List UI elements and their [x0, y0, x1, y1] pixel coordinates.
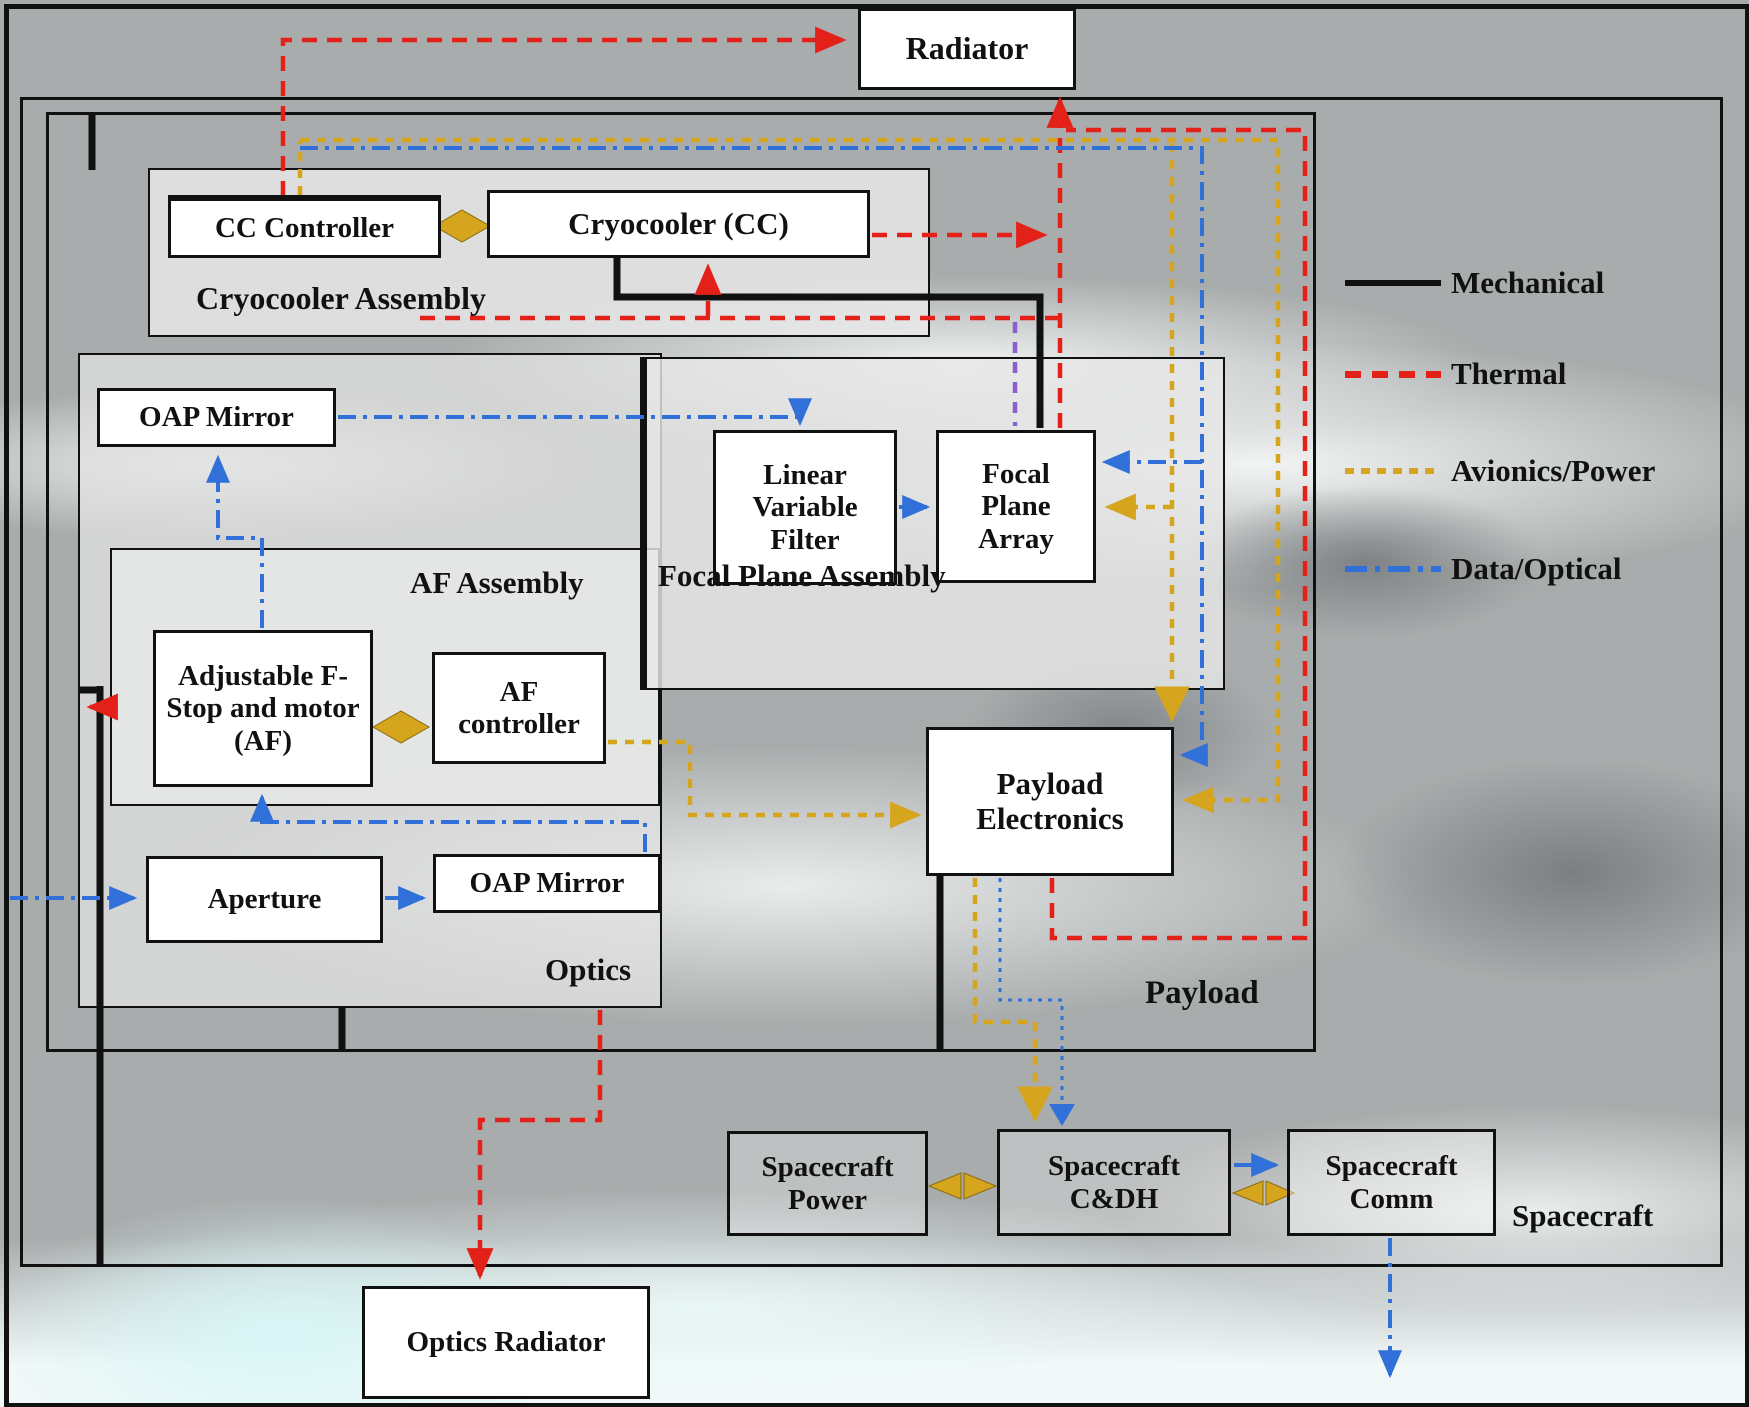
- cryocooler-box: Cryocooler (CC): [487, 190, 870, 258]
- radiator-box: Radiator: [858, 8, 1076, 90]
- thermal-line-swatch: [1345, 370, 1441, 378]
- thermal-legend-label: Thermal: [1451, 356, 1567, 391]
- legend-item-data-optical: Data/Optical: [1345, 551, 1622, 587]
- linear-variable-filter-box: Linear Variable Filter: [713, 430, 897, 585]
- focal-plane-assembly-label: Focal Plane Assembly: [658, 558, 946, 593]
- af-controller-box: AF controller: [432, 652, 606, 764]
- focal-plane-array-label: Focal Plane Array: [978, 457, 1054, 555]
- spacecraft-power-box: Spacecraft Power: [727, 1131, 928, 1236]
- spacecraft-label: Spacecraft: [1512, 1198, 1654, 1233]
- aperture-label: Aperture: [207, 883, 322, 916]
- spacecraft-comm-label: Spacecraft Comm: [1325, 1150, 1458, 1215]
- legend-item-thermal: Thermal: [1345, 356, 1566, 392]
- data-optical-line-swatch: [1345, 566, 1441, 572]
- oap-mirror-top-label: OAP Mirror: [139, 401, 294, 434]
- adjustable-f-stop-label: Adjustable F-Stop and motor (AF): [166, 659, 360, 757]
- cc-controller-label: CC Controller: [214, 211, 395, 244]
- avionics-power-legend-label: Avionics/Power: [1451, 453, 1656, 488]
- legend-item-avionics-power: Avionics/Power: [1345, 453, 1655, 489]
- radiator-label: Radiator: [905, 30, 1029, 67]
- af-assembly-label: AF Assembly: [410, 565, 584, 600]
- spacecraft-power-label: Spacecraft Power: [761, 1151, 894, 1216]
- spacecraft-cdh-label: Spacecraft C&DH: [1047, 1150, 1181, 1215]
- payload-electronics-box: Payload Electronics: [926, 727, 1174, 876]
- spacecraft-comm-box: Spacecraft Comm: [1287, 1129, 1496, 1236]
- af-controller-label: AF controller: [458, 675, 580, 740]
- oap-mirror-bottom-label: OAP Mirror: [469, 867, 625, 900]
- cryocooler-label: Cryocooler (CC): [568, 205, 789, 241]
- spacecraft-container: [20, 97, 1723, 1267]
- optics-label: Optics: [545, 952, 632, 987]
- mechanical-line-swatch: [1345, 280, 1441, 286]
- oap-mirror-bottom-box: OAP Mirror: [433, 854, 661, 913]
- optics-radiator-box: Optics Radiator: [362, 1286, 650, 1399]
- optics-radiator-label: Optics Radiator: [406, 1326, 606, 1359]
- cc-controller-box: CC Controller: [168, 195, 441, 258]
- data-optical-legend-label: Data/Optical: [1451, 551, 1622, 586]
- mechanical-legend-label: Mechanical: [1451, 265, 1605, 300]
- payload-label: Payload: [1145, 975, 1259, 1011]
- focal-plane-array-box: Focal Plane Array: [936, 430, 1096, 583]
- legend-item-mechanical: Mechanical: [1345, 265, 1604, 301]
- payload-electronics-label: Payload Electronics: [976, 765, 1124, 836]
- spacecraft-cdh-box: Spacecraft C&DH: [997, 1129, 1231, 1236]
- adjustable-f-stop-box: Adjustable F-Stop and motor (AF): [153, 630, 373, 787]
- figure-border: [4, 4, 1749, 1407]
- linear-variable-filter-label: Linear Variable Filter: [752, 458, 858, 556]
- avionics-power-line-swatch: [1345, 468, 1441, 474]
- cryocooler-assembly-label: Cryocooler Assembly: [196, 280, 487, 316]
- oap-mirror-top-box: OAP Mirror: [97, 388, 336, 447]
- aperture-box: Aperture: [146, 856, 383, 943]
